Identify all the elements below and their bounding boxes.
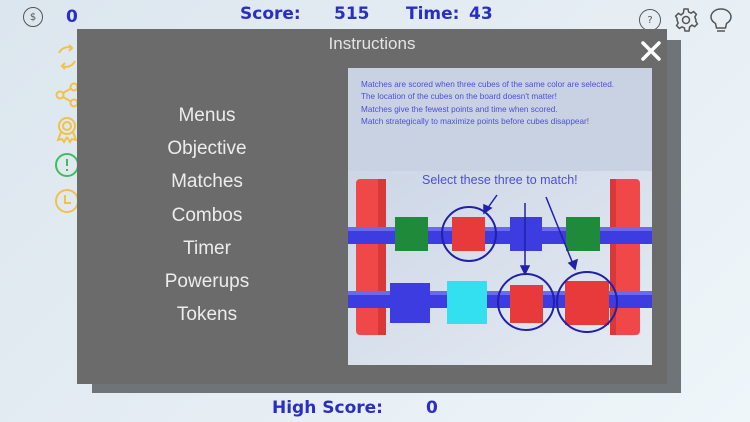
menu-item-objective[interactable]: Objective — [167, 138, 247, 160]
score-label: Score: — [240, 4, 301, 24]
instructions-modal: Instructions Menus Objective Matches Com… — [77, 29, 667, 384]
award-icon[interactable] — [52, 115, 82, 145]
instructions-menu: Menus Objective Matches Combos Timer Pow… — [132, 99, 282, 331]
menu-item-timer[interactable]: Timer — [183, 237, 231, 259]
score-value: 515 — [334, 4, 370, 24]
high-score-label: High Score: — [272, 398, 383, 418]
close-icon[interactable] — [639, 39, 663, 63]
menu-item-combos[interactable]: Combos — [171, 204, 243, 226]
help-icon[interactable]: ? — [639, 9, 661, 31]
coins-count: 0 — [66, 7, 78, 27]
menu-item-menus[interactable]: Menus — [178, 105, 236, 126]
callout-text: Select these three to match! — [422, 173, 578, 187]
instruction-line: The location of the cubes on the board d… — [361, 92, 557, 102]
menu-item-matches[interactable]: Matches — [171, 171, 243, 193]
instruction-illustration: Matches are scored when three cubes of t… — [348, 68, 652, 365]
time-value: 43 — [469, 4, 493, 24]
coin-icon[interactable]: $ — [23, 7, 43, 27]
share-icon[interactable] — [52, 80, 82, 110]
lightbulb-hint-icon[interactable] — [707, 6, 735, 34]
instruction-line: Match strategically to maximize points b… — [361, 116, 589, 126]
modal-title: Instructions — [328, 34, 416, 53]
instruction-line: Matches give the fewest points and time … — [361, 104, 558, 114]
coin-glyph: $ — [29, 11, 37, 23]
board-scene: Select these three to match! — [348, 171, 652, 365]
high-score-value: 0 — [426, 398, 438, 418]
menu-item-tokens[interactable]: Tokens — [176, 304, 238, 326]
instruction-text: Matches are scored when three cubes of t… — [361, 79, 651, 128]
time-label: Time: — [406, 4, 460, 24]
help-glyph: ? — [647, 14, 653, 26]
instruction-line: Matches are scored when three cubes of t… — [361, 80, 615, 89]
refresh-icon[interactable] — [52, 42, 82, 72]
settings-gear-icon[interactable] — [673, 7, 699, 33]
menu-item-powerups[interactable]: Powerups — [164, 270, 250, 292]
board-illustration — [348, 171, 652, 365]
